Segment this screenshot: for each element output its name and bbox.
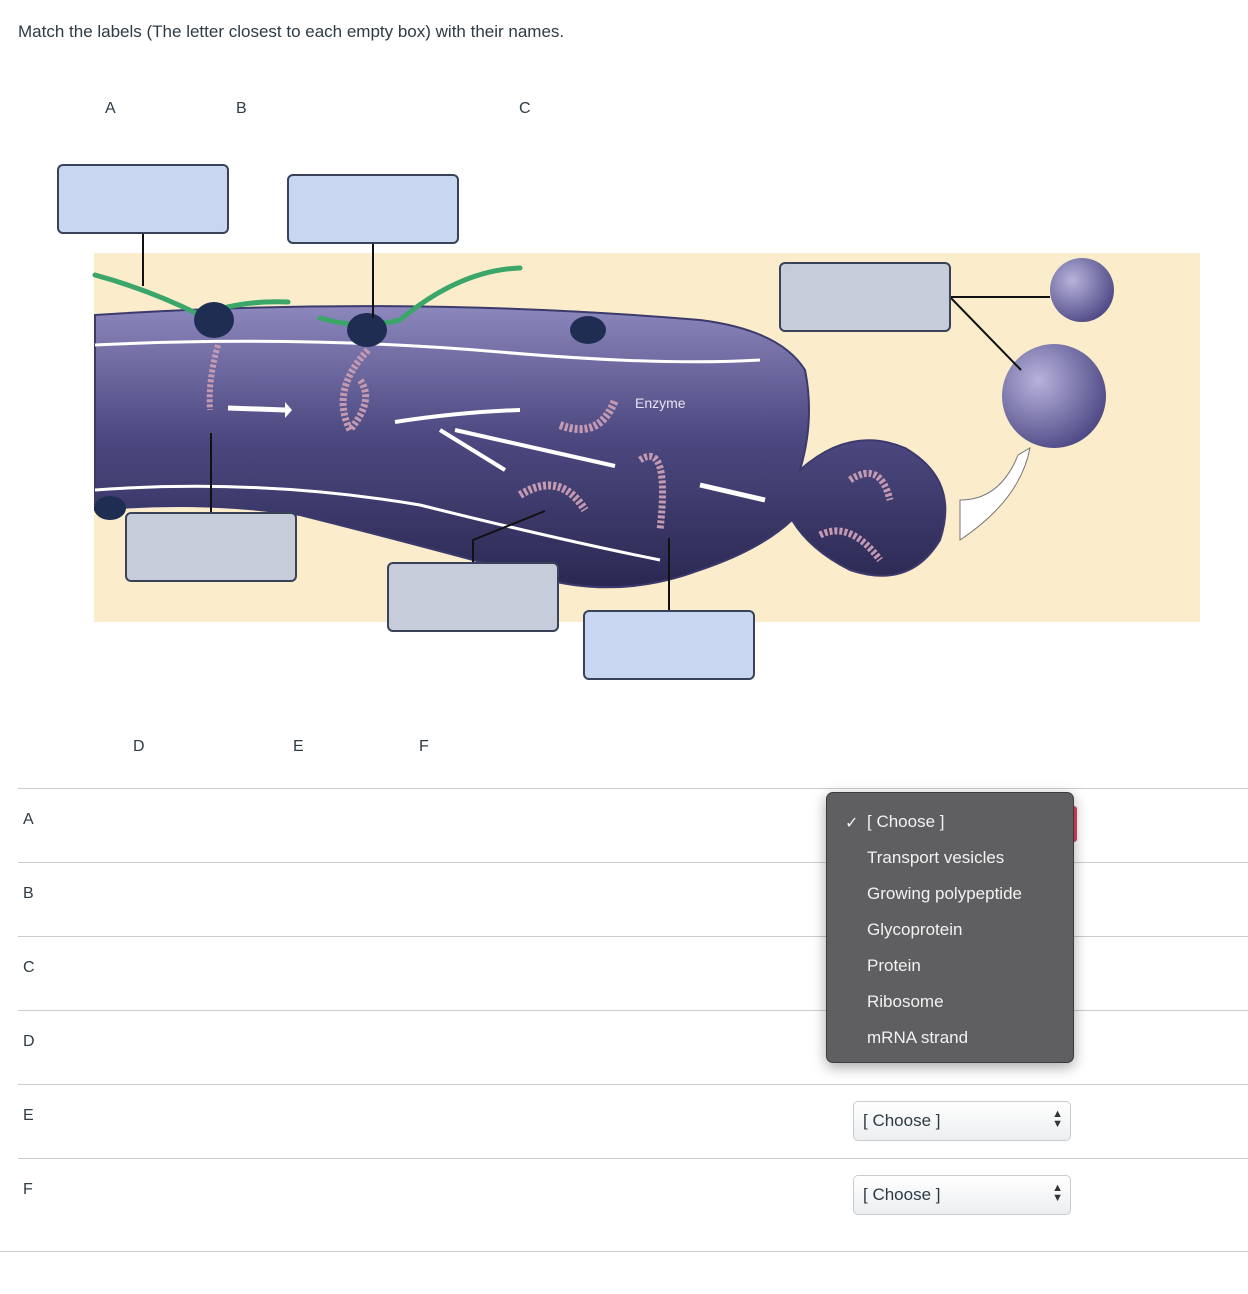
flow-arrow-right (699, 482, 766, 503)
dropdown-option-mrna-strand[interactable]: mRNA strand (867, 1028, 969, 1047)
label-box-a (57, 164, 229, 234)
er-inner-membrane (94, 339, 761, 364)
dropdown-option-transport-vesicles[interactable]: Transport vesicles (867, 848, 1005, 867)
answer-row-e: E (18, 1084, 1248, 1158)
diagram-letter-e: E (293, 738, 304, 755)
protein-coil-1 (558, 398, 619, 433)
dropdown-option-glycoprotein[interactable]: Glycoprotein (867, 920, 963, 939)
select-e-value: [ Choose ] (863, 1111, 941, 1130)
question-prompt: Match the labels (The letter closest to … (18, 22, 565, 41)
glycoprotein (638, 452, 666, 531)
answer-row-d: D (18, 1010, 1248, 1084)
label-box-b (287, 174, 459, 244)
row-letter: E (23, 1107, 34, 1124)
ribosome-3 (570, 316, 606, 344)
mrna-strand-right (317, 265, 523, 327)
dropdown-option-growing-polypeptide[interactable]: Growing polypeptide (867, 884, 1022, 903)
select-e[interactable]: [ Choose ] ▲▼ (853, 1101, 1071, 1141)
diagram-letter-b: B (236, 100, 247, 117)
diagram-letter-d: D (133, 738, 145, 755)
answer-row-f: F (18, 1158, 1248, 1232)
row-letter: C (23, 959, 35, 976)
growing-polypeptide-2 (339, 347, 371, 437)
answer-row-a: A (18, 788, 1248, 862)
row-letter: B (23, 885, 34, 902)
budding-arrow-icon (959, 447, 1031, 541)
dropdown-option-protein[interactable]: Protein (867, 956, 921, 975)
flow-arrows-center (394, 408, 616, 472)
ribosome-1 (194, 302, 234, 338)
leader-line-e (472, 510, 546, 563)
select-arrows-icon: ▲▼ (1052, 1182, 1063, 1204)
select-a-focus-edge (1073, 806, 1077, 842)
flow-arrow-1 (227, 405, 286, 413)
enzyme-label: Enzyme (635, 395, 686, 411)
checkmark-icon: ✓ (845, 815, 859, 832)
transport-vesicle-large (1002, 344, 1106, 448)
leader-line-c2 (949, 296, 1022, 371)
row-letter: A (23, 811, 34, 828)
label-box-e (387, 562, 559, 632)
dropdown-option-choose[interactable]: [ Choose ] (867, 812, 945, 831)
vesicle-proteins (818, 469, 894, 563)
flow-arrow-1-head (285, 402, 292, 418)
answer-row-b: B (18, 862, 1248, 936)
diagram-letter-f: F (419, 738, 429, 755)
diagram-letter-a: A (105, 100, 116, 117)
select-arrows-icon: ▲▼ (1052, 1108, 1063, 1130)
answer-row-c: C (18, 936, 1248, 1010)
dropdown-option-ribosome[interactable]: Ribosome (867, 992, 944, 1011)
label-box-c (779, 262, 951, 332)
protein-coil-2 (517, 481, 589, 513)
ribosome-4 (94, 496, 126, 520)
bottom-divider (0, 1251, 1248, 1252)
label-box-d (125, 512, 297, 582)
growing-polypeptide-1 (206, 344, 221, 411)
diagram-letter-c: C (519, 100, 531, 117)
er-lower-membrane (94, 484, 661, 562)
transport-vesicle-small (1050, 258, 1114, 322)
label-box-f (583, 610, 755, 680)
ribosome-2 (347, 313, 387, 347)
select-f-value: [ Choose ] (863, 1185, 941, 1204)
row-letter: F (23, 1181, 33, 1198)
answer-rows: A B C D E F (18, 788, 1248, 1232)
select-a-dropdown-menu: ✓ [ Choose ] Transport vesicles Growing … (826, 792, 1074, 1063)
row-letter: D (23, 1033, 35, 1050)
select-f[interactable]: [ Choose ] ▲▼ (853, 1175, 1071, 1215)
